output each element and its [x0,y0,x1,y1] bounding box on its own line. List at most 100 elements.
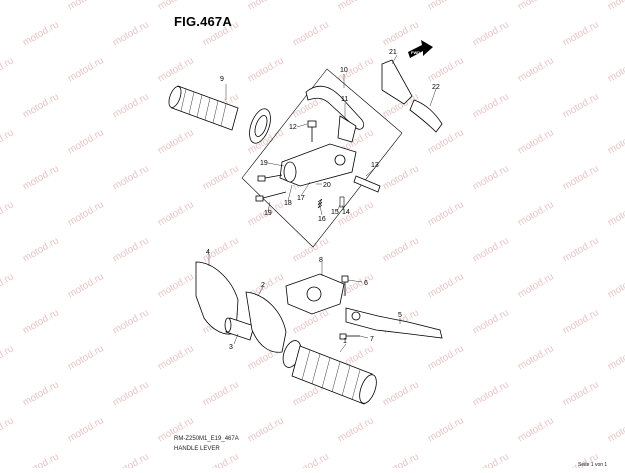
watermark-text: motod.ru [471,19,511,48]
watermark-text: motod.ru [156,0,196,13]
watermark-text: motod.ru [516,415,556,444]
watermark-text: motod.ru [66,127,106,156]
watermark-text: motod.ru [201,379,241,408]
watermark-text: motod.ru [516,199,556,228]
watermark-text: motod.ru [426,415,466,444]
watermark-text: motod.ru [0,415,16,444]
spring-16 [317,196,345,209]
hot-start-lever [381,59,443,133]
callout-2: 2 [261,282,265,289]
callout-9: 9 [220,76,224,83]
callout-4: 4 [206,249,210,256]
bolt-6 [341,275,349,296]
watermark-text: motod.ru [66,343,106,372]
watermark-text: motod.ru [426,343,466,372]
watermark-text: motod.ru [426,0,466,13]
watermark-text: motod.ru [21,19,61,48]
watermark-text: motod.ru [426,199,466,228]
watermark-text: motod.ru [21,235,61,264]
watermark-text: motod.ru [426,271,466,300]
left-grip-upper [168,85,271,144]
watermark-text: motod.ru [66,55,106,84]
watermark-text: motod.ru [516,0,556,13]
right-grip-1 [282,340,377,405]
watermark-text: motod.ru [471,163,511,192]
watermark-text: motod.ru [381,235,421,264]
watermark-text: motod.ru [381,379,421,408]
callout-5: 5 [398,312,402,319]
watermark-text: motod.ru [606,199,625,228]
watermark-text: motod.ru [66,199,106,228]
watermark-text: motod.ru [516,271,556,300]
watermark-text: motod.ru [156,55,196,84]
watermark-text: motod.ru [516,343,556,372]
callout-14: 14 [342,209,350,216]
svg-text:FWD: FWD [411,50,420,55]
watermark-text: motod.ru [291,451,331,468]
watermark-text: motod.ru [606,415,625,444]
watermark-text: motod.ru [606,271,625,300]
cable-housing-2 [245,291,287,353]
watermark-text: motod.ru [471,235,511,264]
watermark-text: motod.ru [156,271,196,300]
watermark-text: motod.ru [246,55,286,84]
watermark-text: motod.ru [291,235,331,264]
figure-code: RM-Z250M1_E19_467A [174,436,239,442]
watermark-text: motod.ru [21,307,61,336]
watermark-text: motod.ru [426,55,466,84]
watermark-text: motod.ru [381,19,421,48]
callout-20: 20 [323,182,331,189]
watermark-text: motod.ru [606,55,625,84]
front-brake-lever-5 [345,307,443,339]
watermark-text: motod.ru [201,163,241,192]
watermark-text: motod.ru [111,307,151,336]
watermark-text: motod.ru [381,451,421,468]
callout-18: 18 [284,200,292,207]
watermark-text: motod.ru [0,55,16,84]
watermark-text: motod.ru [471,91,511,120]
watermark-text: motod.ru [0,0,16,13]
watermark-text: motod.ru [561,19,601,48]
throttle-tube-3 [224,317,255,341]
callout-10: 10 [340,67,348,74]
bolt-7 [339,333,360,340]
callout-labels: 9 10 11 12 19 17 20 18 19 13 14 15 16 21… [206,49,440,351]
watermark-text: motod.ru [156,127,196,156]
watermark-text: motod.ru [336,415,376,444]
watermark-text: motod.ru [606,343,625,372]
watermark-text: motod.ru [66,271,106,300]
callout-16: 16 [318,216,326,223]
watermark-text: motod.ru [0,127,16,156]
watermark-text: motod.ru [111,235,151,264]
fwd-arrow-icon: FWD [408,40,433,58]
watermark-text: motod.ru [21,379,61,408]
watermark-text: motod.ru [381,163,421,192]
bolts-19 [255,174,287,202]
callout-21: 21 [389,49,397,56]
callout-3: 3 [229,344,233,351]
lower-lever-holder-8 [285,273,345,315]
watermark-text: motod.ru [336,0,376,13]
watermark-text: motod.ru [0,343,16,372]
watermark-text: motod.ru [21,91,61,120]
watermark-text: motod.ru [516,127,556,156]
callout-19a: 19 [260,160,268,167]
watermark-text: motod.ru [66,0,106,13]
watermark-text: motod.ru [561,163,601,192]
watermark-text: motod.ru [426,127,466,156]
callout-15: 15 [331,209,339,216]
callout-13: 13 [371,162,379,169]
watermark-text: motod.ru [606,0,625,13]
watermark-text: motod.ru [246,0,286,13]
watermark-text: motod.ru [111,163,151,192]
callout-6: 6 [364,280,368,287]
assembly-frame [241,68,403,248]
figure-title: FIG.467A [174,14,232,29]
callout-1: 1 [343,338,347,345]
watermark-text: motod.ru [561,307,601,336]
upper-clutch-lever [305,85,364,143]
watermark-text: motod.ru [21,451,61,468]
watermark-text: motod.ru [0,271,16,300]
